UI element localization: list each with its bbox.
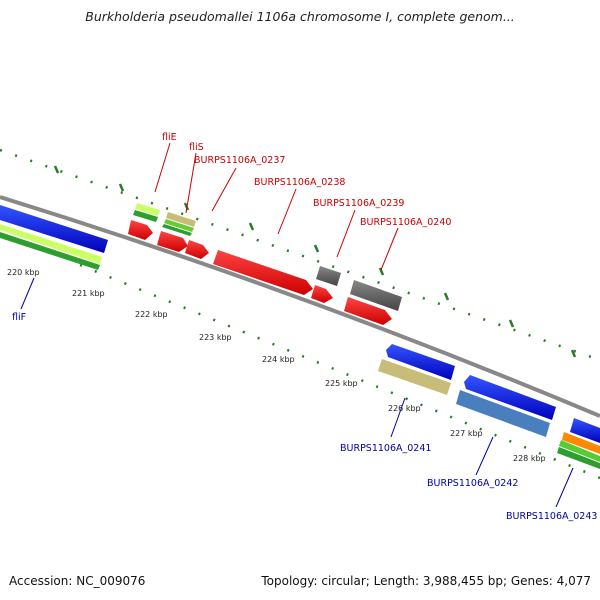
gene-BURPS1106A_0237[interactable] — [185, 240, 209, 259]
tick-label-221: 221 kbp — [72, 289, 105, 298]
label-leaders — [20, 142, 574, 508]
gene-fliS-feature3 — [162, 224, 192, 236]
accession-text: Accession: NC_009076 — [9, 574, 146, 588]
gene-feature-orange — [562, 432, 600, 454]
tick-label-224: 224 kbp — [262, 355, 295, 364]
topology-text: Topology: circular; Length: 3,988,455 bp… — [261, 574, 591, 588]
chromosome-backbone — [0, 195, 600, 418]
gene-BURPS1106A_0238b — [311, 285, 333, 303]
gene-fliF[interactable] — [0, 205, 108, 253]
gene-BURPS1106A_0238[interactable] — [213, 250, 313, 295]
gene-BURPS1106A_0240[interactable] — [350, 280, 402, 311]
label-BURPS1106A_0243: BURPS1106A_0243 — [506, 511, 597, 522]
gene-fliS-feature2 — [164, 219, 194, 232]
gene-feature-green3 — [557, 447, 600, 469]
label-BURPS1106A_0239: BURPS1106A_0239 — [313, 198, 404, 209]
reverse-strand-genes — [0, 205, 600, 469]
label-BURPS1106A_0241: BURPS1106A_0241 — [340, 443, 431, 454]
gene-BURPS1106A_0243[interactable] — [570, 418, 600, 443]
gene-BURPS1106A_0242[interactable] — [464, 375, 556, 420]
tick-label-222: 222 kbp — [135, 310, 168, 319]
outer-major-ticks — [53, 165, 577, 358]
outer-tick-ring — [0, 148, 600, 362]
gene-fliE-feature — [135, 203, 160, 216]
label-fliS: fliS — [189, 142, 204, 153]
label-fliE: fliE — [162, 132, 177, 143]
gene-fliS-feature — [166, 212, 196, 227]
gene-feature-green2 — [559, 440, 600, 462]
label-BURPS1106A_0240: BURPS1106A_0240 — [360, 217, 451, 228]
tick-label-228: 228 kbp — [513, 454, 546, 463]
gene-BURPS1106A_0240-red — [344, 297, 392, 325]
gene-feature-green — [0, 232, 100, 270]
label-fliF: fliF — [12, 312, 26, 323]
gene-fliE[interactable] — [128, 220, 153, 240]
tick-label-227: 227 kbp — [450, 429, 483, 438]
gene-feature-khaki — [378, 359, 451, 395]
label-BURPS1106A_0242: BURPS1106A_0242 — [427, 478, 518, 489]
label-BURPS1106A_0238: BURPS1106A_0238 — [254, 177, 345, 188]
map-title: Burkholderia pseudomallei 1106a chromoso… — [85, 9, 515, 24]
gene-BURPS1106A_0239[interactable] — [316, 266, 341, 286]
gene-fliS[interactable] — [157, 231, 188, 252]
forward-strand-genes — [128, 203, 402, 325]
tick-label-226: 226 kbp — [388, 404, 421, 413]
label-BURPS1106A_0237: BURPS1106A_0237 — [194, 155, 285, 166]
tick-label-223: 223 kbp — [199, 333, 232, 342]
gene-feature-steelblue — [456, 390, 550, 437]
gene-fliE-feature2 — [133, 210, 158, 222]
gene-BURPS1106A_0241[interactable] — [386, 344, 455, 380]
tick-label-220: 220 kbp — [7, 268, 40, 277]
gene-feature-lime — [0, 224, 102, 264]
tick-label-225: 225 kbp — [325, 379, 358, 388]
